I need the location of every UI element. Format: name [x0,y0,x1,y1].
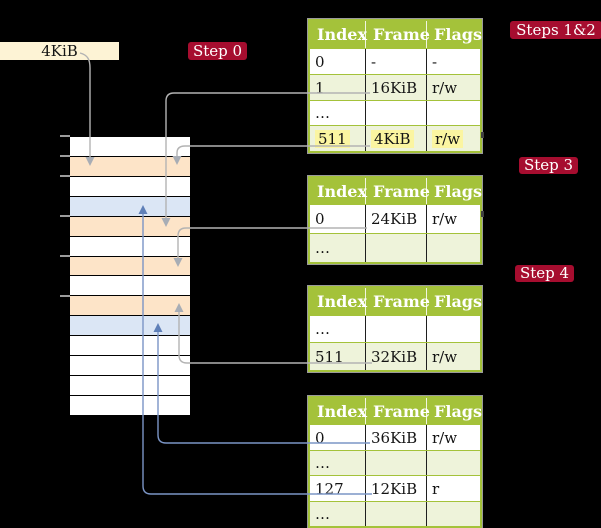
page-size-label: 4KiB [0,42,119,60]
table-header-cell-index: Index [310,398,367,424]
table-cell [427,234,480,262]
table-cell [366,502,427,526]
table-cell: … [310,101,366,125]
table-header-cell-frame: Frame [366,178,430,204]
memory-row-14-white [70,395,190,416]
table-header-cell-index: Index [310,288,367,315]
table-row: … [310,100,480,125]
memory-row-4-blue [70,196,190,217]
badge-step-4: Step 4 [515,265,574,282]
memory-row-2-orange [70,156,190,177]
highlighted-value: 4KiB [371,129,414,148]
table-header-cell-frame: Frame [366,398,430,424]
table-cell: … [310,502,366,526]
table-cell: 24KiB [366,205,427,233]
table-header-cell-index: Index [310,21,367,48]
table-header-cell-flags: Flags [434,292,482,311]
table-cell: 127 [310,476,366,501]
table-cell [366,234,427,262]
physical-memory-strip [70,136,190,416]
current-entry-marker-pd-511 [481,132,484,138]
table-cell [366,316,427,342]
table-header-cell-flags: Flags [434,181,482,201]
badge-step-0: Step 0 [188,42,247,60]
table-header-cell-frame: Frame [366,21,430,48]
memory-row-6-white [70,236,190,257]
highlighted-value: r/w [432,129,464,148]
table-cell [427,316,480,342]
table-cell: r/w [427,126,480,151]
table-cell: 0 [310,49,366,74]
memory-row-7-orange [70,256,190,277]
table-cell: r/w [432,78,458,97]
table-header-cell-flags: Flags [434,401,482,421]
table-cell: … [310,316,366,342]
strip-tick-mark [60,295,70,297]
memory-row-1-white [70,137,190,157]
table-cell: … [310,451,366,475]
table-row: 0-- [310,48,480,74]
table-cell: 511 [310,126,366,151]
table-row: … [310,315,480,342]
table-cell: r/w [432,428,458,447]
table-cell [427,502,480,526]
table-cell: 511 [310,343,366,370]
memory-row-9-orange [70,296,190,317]
table-header-cell-flags: Flags [434,25,482,44]
badge-steps-1-2: Steps 1&2 [510,21,601,39]
memory-row-13-white [70,376,190,396]
table-cell: 12KiB [366,476,427,501]
table-cell: 4KiB [366,126,427,151]
table-cell [366,101,427,125]
table-cell [427,451,480,475]
memory-row-12-white [70,356,190,377]
table-cell: 0 [310,425,366,450]
table-cell: - [366,49,427,74]
table-cell [427,101,480,125]
table-cell [366,451,427,475]
table-cell: r/w [432,210,458,228]
table-cell: 1 [310,75,366,100]
table-row: … [310,450,480,475]
memory-row-3-white [70,176,190,197]
memory-row-5-orange [70,216,190,237]
strip-tick-mark [60,255,70,257]
memory-row-8-white [70,276,190,297]
table-row: 511 4KiB r/w [310,125,480,151]
memory-row-11-white [70,336,190,357]
table-row: … [310,501,480,526]
badge-step-3: Step 3 [519,157,578,174]
strip-tick-mark [60,155,70,157]
highlighted-value: 511 [315,129,350,148]
memory-row-10-blue [70,316,190,337]
table-cell: r [432,479,440,498]
table-cell: r/w [432,347,458,366]
strip-tick-mark [60,135,70,137]
strip-tick-mark [60,215,70,217]
table-cell: 32KiB [366,343,427,370]
table-header-cell-frame: Frame [366,288,430,315]
table-header-cell-index: Index [310,178,367,204]
table-cell: … [310,234,366,262]
table-cell: 16KiB [366,75,427,100]
strip-tick-mark [60,175,70,177]
table-cell: - [432,52,438,71]
table-cell: 36KiB [366,425,427,450]
current-entry-marker-pt3-0 [481,211,484,217]
table-cell: 0 [310,205,366,233]
table-row: … [310,233,480,262]
